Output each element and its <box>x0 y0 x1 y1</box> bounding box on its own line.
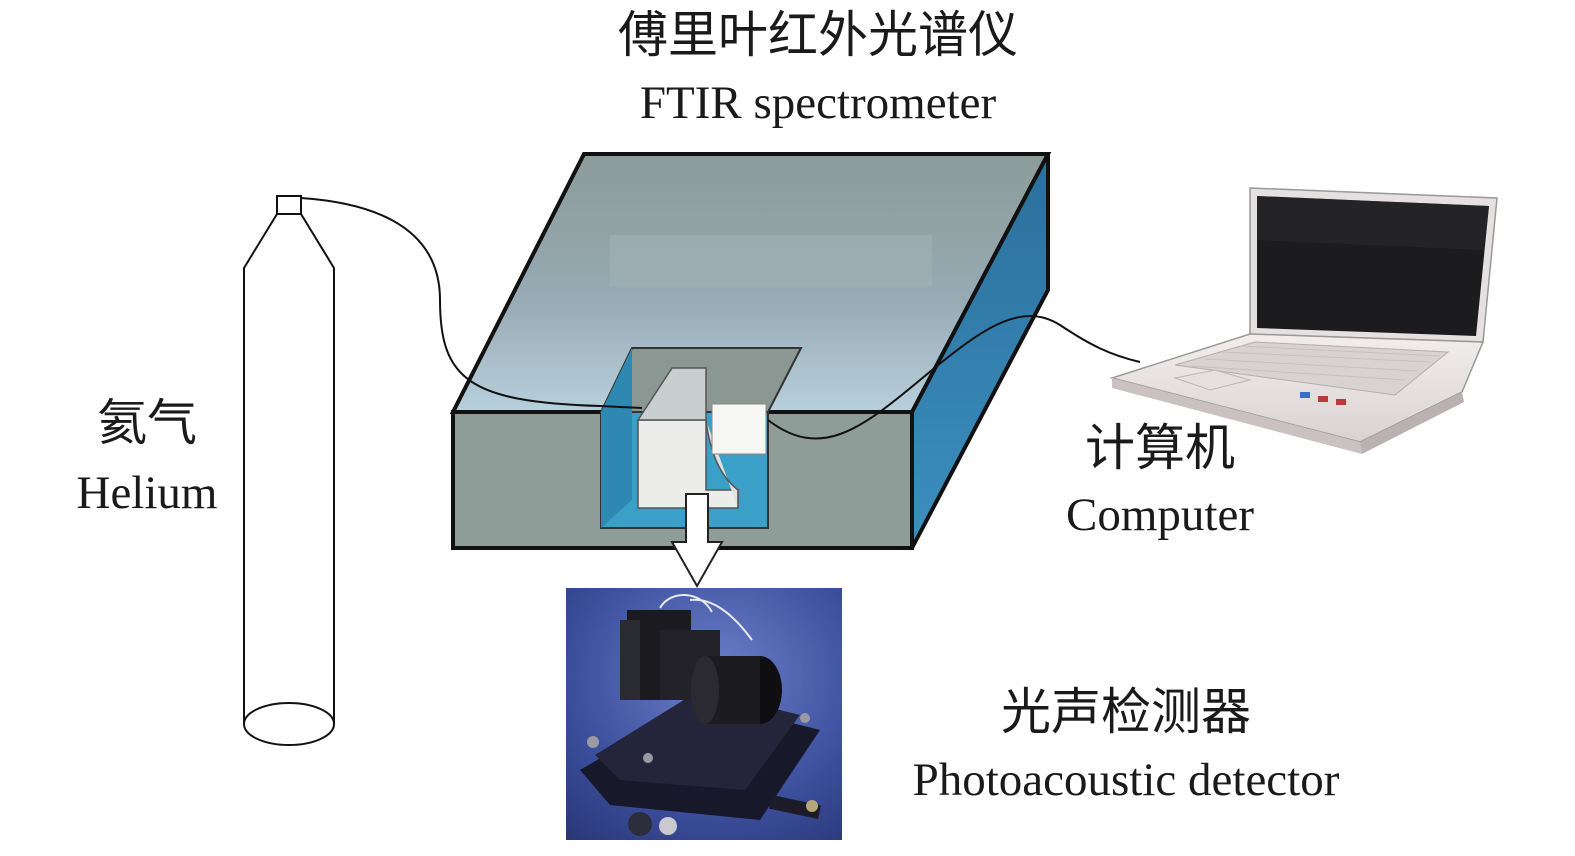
detector-label-en: Photoacoustic detector <box>913 754 1340 806</box>
helium-label-cn: 氦气 <box>97 395 197 451</box>
sample-cavity <box>599 347 803 529</box>
down-arrow-icon <box>670 493 724 589</box>
ftir-title-cn: 傅里叶红外光谱仪 <box>618 7 1018 63</box>
computer-cable <box>767 315 1141 440</box>
computer-label-cn: 计算机 <box>1085 420 1235 476</box>
detector-label-cn: 光声检测器 <box>1001 684 1251 740</box>
gas-cylinder-icon <box>243 195 335 746</box>
helium-gas-line <box>300 197 643 409</box>
computer-label-en: Computer <box>1066 489 1254 541</box>
ftir-title-en: FTIR spectrometer <box>640 77 997 129</box>
photoacoustic-detector-photo <box>566 588 842 840</box>
helium-label-en: Helium <box>77 467 218 519</box>
laptop-icon <box>1109 187 1498 454</box>
